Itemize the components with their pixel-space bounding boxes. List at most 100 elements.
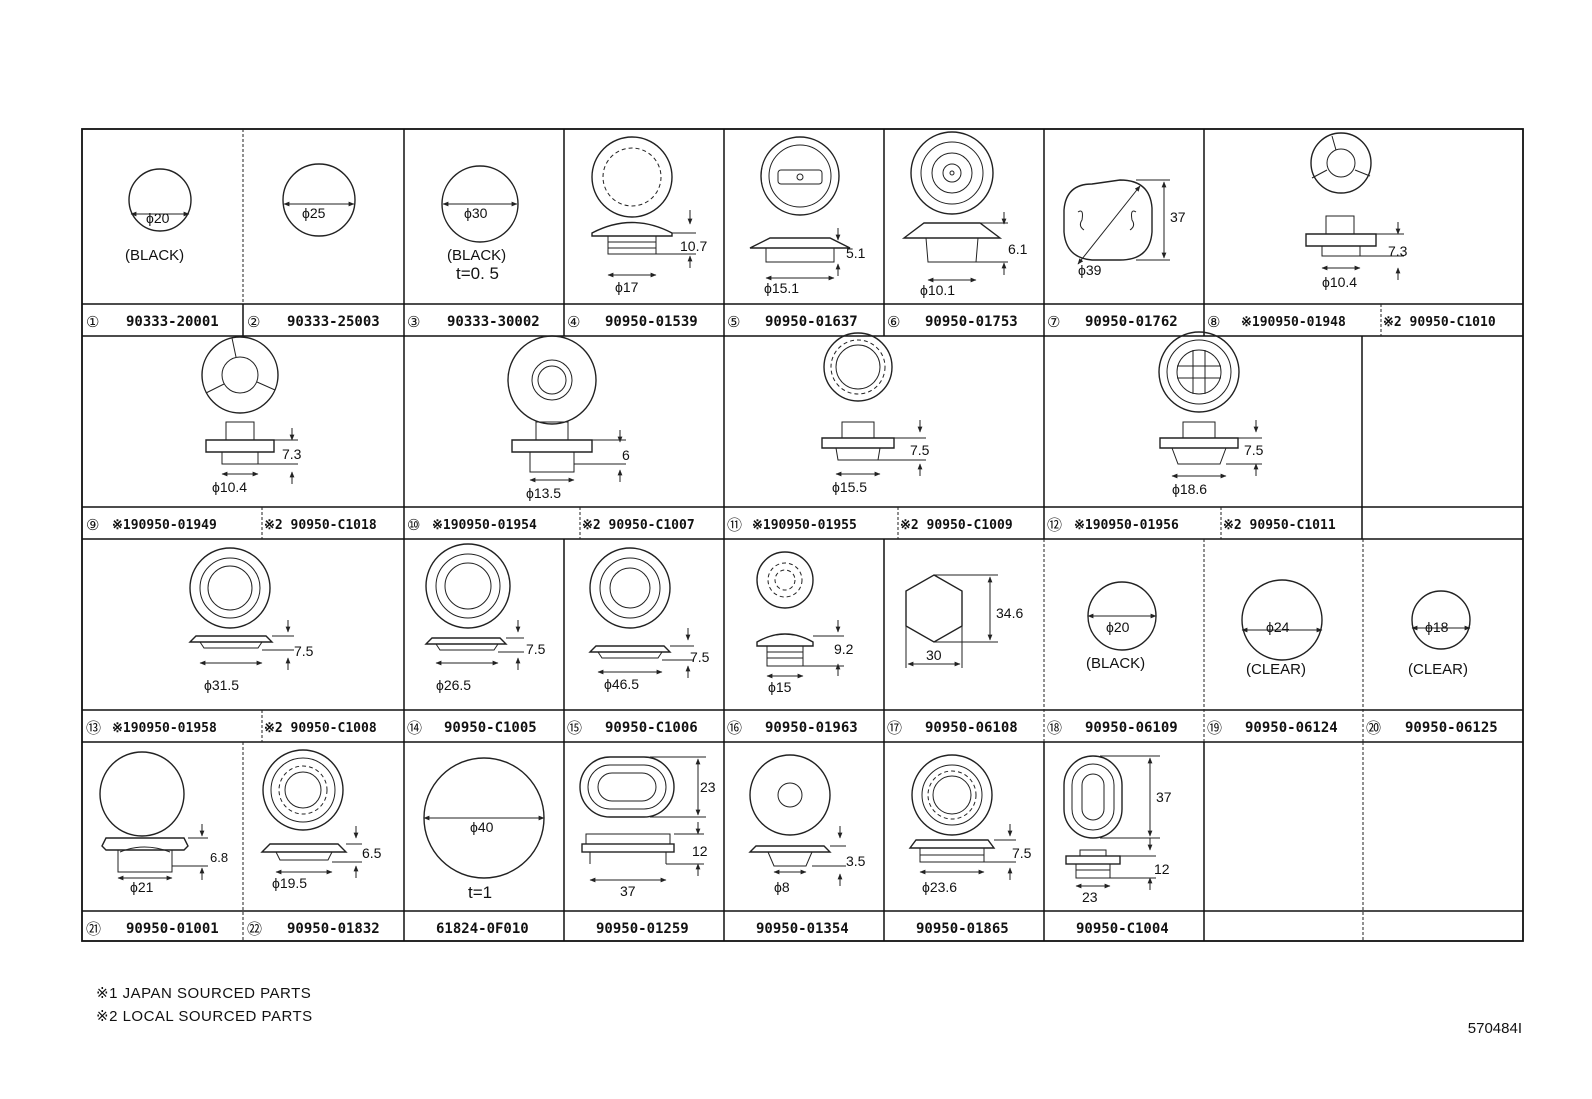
part-13-dim-dia: ϕ31.5 (204, 677, 239, 693)
part-small-dim-dia: ϕ8 (774, 879, 790, 895)
part-21-drawing: 6.8 ϕ21 (99, 751, 228, 895)
part-10-dim-dia: ϕ13.5 (526, 485, 561, 501)
part-1-index: ① (86, 314, 99, 331)
part-oval-dim-width: 37 (620, 883, 636, 899)
part-20-number: 90950-06125 (1405, 720, 1498, 736)
part-15-index: ⑮ (567, 720, 582, 737)
part-15-number: 90950-C1006 (605, 720, 698, 736)
part-18-index: ⑱ (1047, 720, 1062, 737)
part-15-dim-height: 7.5 (690, 649, 710, 665)
footnote-local: ※2 LOCAL SOURCED PARTS (96, 1008, 313, 1025)
row-1-labels: ① 90333-20001 ② 90333-25003 ③ 90333-3000… (86, 314, 1496, 331)
part-small-number: 90950-01354 (756, 921, 849, 937)
part-18-dim-dia: ϕ20 (1106, 619, 1130, 635)
part-11-dim-dia: ϕ15.5 (832, 479, 867, 495)
part-14-drawing: 7.5 ϕ26.5 (424, 543, 546, 693)
part-22-index: ㉒ (247, 921, 262, 938)
part-small-dim-height: 3.5 (846, 853, 866, 869)
part-cover-drawing: ϕ40 t=1 (423, 757, 545, 902)
part-oval-dim-thickness: 12 (692, 843, 708, 859)
row-4-labels: ㉑ 90950-01001 ㉒ 90950-01832 61824-0F010 … (86, 921, 1169, 938)
part-9-index: ⑨ (86, 517, 99, 534)
part-10-number-local: ※2 90950-C1007 (582, 518, 695, 533)
part-medium-dim-height: 7.5 (1012, 845, 1032, 861)
row-3-labels: ⑬ ※190950-01958 ※2 90950-C1008 ⑭ 90950-C… (86, 720, 1498, 737)
part-10-drawing: 6 ϕ13.5 (507, 335, 630, 501)
part-5-dim-dia: ϕ15.1 (764, 280, 799, 296)
part-19-index: ⑲ (1207, 720, 1222, 737)
part-5-number: 90950-01637 (765, 314, 858, 330)
part-17-number: 90950-06108 (925, 720, 1018, 736)
part-12-number-japan: ※190950-01956 (1074, 518, 1179, 533)
part-6-index: ⑥ (887, 314, 900, 331)
part-17-dim-height: 34.6 (996, 605, 1023, 621)
part-21-dim-dia: ϕ21 (130, 879, 154, 895)
part-15-drawing: 7.5 ϕ46.5 (588, 547, 710, 692)
part-22-dim-height: 6.5 (362, 845, 382, 861)
part-10-index: ⑩ (407, 517, 420, 534)
part-16-dim-height: 9.2 (834, 641, 854, 657)
part-9-drawing: 7.3 ϕ10.4 (201, 336, 302, 495)
part-20-dim-dia: ϕ18 (1425, 619, 1449, 635)
row-2-labels: ⑨ ※190950-01949 ※2 90950-C1018 ⑩ ※190950… (86, 517, 1336, 534)
grid-lines (81, 128, 1524, 942)
part-17-dim-width: 30 (926, 647, 942, 663)
part-1-note: (BLACK) (125, 247, 184, 264)
part-20-index: ⑳ (1366, 720, 1381, 737)
part-tall-oval-dim-height: 37 (1156, 789, 1172, 805)
part-3-note: (BLACK) (447, 247, 506, 264)
part-11-index: ⑪ (727, 517, 742, 534)
footnote-japan: ※1 JAPAN SOURCED PARTS (96, 985, 312, 1002)
part-19-drawing: ϕ24 (CLEAR) (1241, 579, 1323, 678)
part-1-dim-dia: ϕ20 (146, 210, 170, 226)
part-17-index: ⑰ (887, 720, 902, 737)
part-14-number: 90950-C1005 (444, 720, 537, 736)
part-3-index: ③ (407, 314, 420, 331)
part-7-dim-dia: ϕ39 (1078, 262, 1102, 278)
part-8-number-japan: ※190950-01948 (1241, 315, 1346, 330)
part-1-drawing: ϕ20 (BLACK) (125, 168, 192, 264)
part-8-drawing: 7.3 ϕ10.4 (1305, 132, 1408, 290)
part-18-note: (BLACK) (1086, 655, 1145, 672)
part-14-dim-dia: ϕ26.5 (436, 677, 471, 693)
part-16-drawing: 9.2 ϕ15 (756, 551, 854, 695)
part-6-dim-height: 6.1 (1008, 241, 1028, 257)
part-7-index: ⑦ (1047, 314, 1060, 331)
part-22-dim-dia: ϕ19.5 (272, 875, 307, 891)
part-13-drawing: 7.5 ϕ31.5 (188, 547, 314, 693)
part-21-dim-height: 6.8 (210, 850, 228, 865)
part-19-note: (CLEAR) (1246, 661, 1306, 678)
part-21-index: ㉑ (86, 921, 101, 938)
part-12-number-local: ※2 90950-C1011 (1223, 518, 1336, 533)
part-cover-dim-dia: ϕ40 (470, 819, 494, 835)
part-11-dim-height: 7.5 (910, 442, 930, 458)
part-7-number: 90950-01762 (1085, 314, 1178, 330)
part-3-dim-dia: ϕ30 (464, 205, 488, 221)
part-20-drawing: ϕ18 (CLEAR) (1408, 590, 1471, 678)
part-18-number: 90950-06109 (1085, 720, 1178, 736)
part-19-number: 90950-06124 (1245, 720, 1338, 736)
part-4-number: 90950-01539 (605, 314, 698, 330)
part-12-dim-height: 7.5 (1244, 442, 1264, 458)
part-13-number-local: ※2 90950-C1008 (264, 721, 377, 736)
part-tall-oval-grommet-drawing: 37 12 23 (1063, 755, 1172, 905)
part-20-note: (CLEAR) (1408, 661, 1468, 678)
part-9-dim-dia: ϕ10.4 (212, 479, 247, 495)
part-5-dim-height: 5.1 (846, 245, 866, 261)
part-cover-thickness: t=1 (468, 883, 492, 902)
part-9-number-japan: ※190950-01949 (112, 518, 217, 533)
part-7-dim-height: 37 (1170, 209, 1186, 225)
part-medium-grommet-drawing: 7.5 ϕ23.6 (908, 754, 1032, 895)
part-11-drawing: 7.5 ϕ15.5 (821, 332, 930, 495)
part-oval-grommet-drawing: 23 12 37 (579, 756, 716, 899)
part-1-number: 90333-20001 (126, 314, 219, 330)
part-10-number-japan: ※190950-01954 (432, 518, 537, 533)
part-5-index: ⑤ (727, 314, 740, 331)
part-11-number-local: ※2 90950-C1009 (900, 518, 1013, 533)
part-13-number-japan: ※190950-01958 (112, 721, 217, 736)
part-14-dim-height: 7.5 (526, 641, 546, 657)
part-medium-number: 90950-01865 (916, 921, 1009, 937)
part-13-index: ⑬ (86, 720, 101, 737)
part-5-drawing: 5.1 ϕ15.1 (749, 136, 866, 296)
